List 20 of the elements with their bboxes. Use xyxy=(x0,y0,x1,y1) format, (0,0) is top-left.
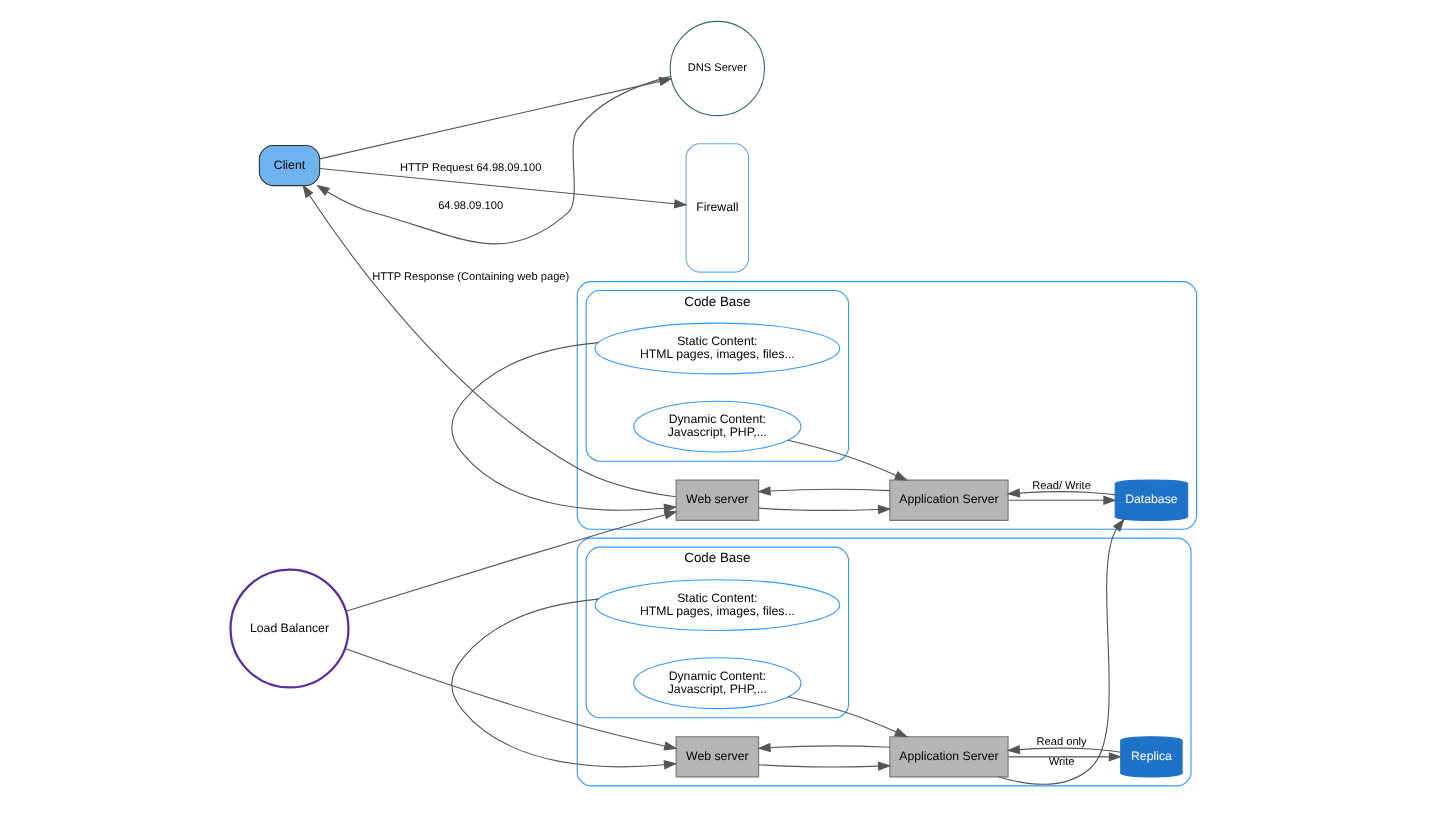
arrow xyxy=(757,761,891,771)
arrow xyxy=(756,486,890,496)
arrow xyxy=(1006,752,1122,762)
arrow xyxy=(318,167,687,209)
arrow xyxy=(997,518,1124,785)
arrow xyxy=(450,598,677,770)
arrow xyxy=(450,342,677,513)
cluster xyxy=(575,537,1191,787)
arrow xyxy=(1006,495,1116,505)
arrow xyxy=(786,439,908,481)
arrow xyxy=(301,184,676,498)
arrow xyxy=(1005,744,1121,755)
arrow xyxy=(315,75,671,245)
arrow xyxy=(343,647,677,751)
arrow xyxy=(757,504,891,515)
arrow xyxy=(756,742,890,753)
arrow xyxy=(344,510,677,612)
arrow xyxy=(1005,488,1115,498)
arrow xyxy=(786,696,908,738)
arrow xyxy=(318,76,672,160)
